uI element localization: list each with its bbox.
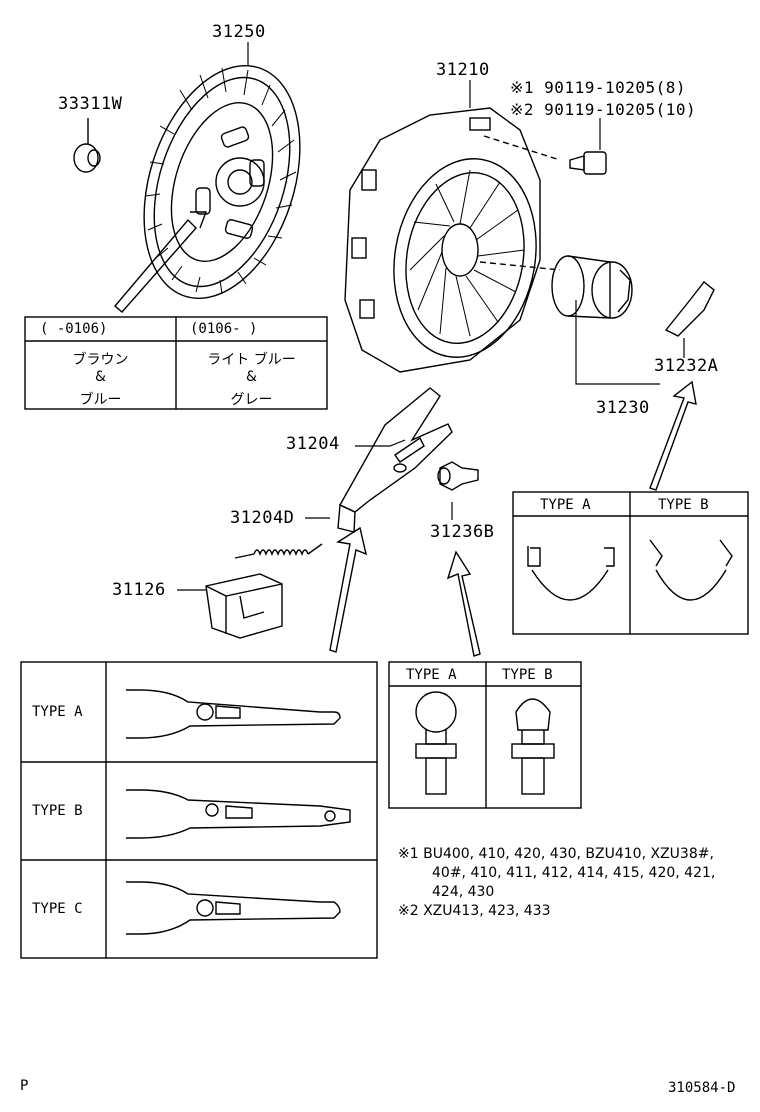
color-table-col1-line1: ブラウン [72,352,129,368]
applicability-note-2: ※2 XZU413, 423, 433 [398,903,551,919]
bolt-note-1: ※1 90119-10205(8) [510,78,687,97]
bolt-drawing [569,151,607,175]
clutch-cover-drawing [344,107,561,373]
fork-type-c-label: TYPE C [32,901,83,917]
clip-type-a-header: TYPE A [540,497,591,513]
fork-type-a-label: TYPE A [32,704,83,720]
bushing-drawing [73,118,101,173]
pivot-table-frame [388,661,582,809]
color-table-col1-line3: ブルー [79,392,122,408]
color-table-frame [24,316,328,410]
release-bearing-drawing [551,255,633,319]
part-31210-label: 31210 [436,60,490,80]
color-table-col1-line2: & [95,369,106,385]
fork-table-frame [20,661,378,959]
clip-type-b-header: TYPE B [658,497,709,513]
pivot-stud-drawing [437,461,479,491]
pivot-type-b-header: TYPE B [502,667,553,683]
clip-drawing [664,281,715,337]
clip-table-frame [512,491,749,635]
color-table-col2-line1: ライト ブルー [207,352,296,368]
applicability-note-1-line2: 40#, 410, 411, 412, 414, 415, 420, 421, [432,865,716,881]
arrows [329,380,697,657]
fork-type-b-label: TYPE B [32,803,83,819]
applicability-note-1-line1: ※1 BU400, 410, 420, 430, BZU410, XZU38#, [398,846,714,862]
part-31236b-label: 31236B [430,522,495,542]
part-31126-label: 31126 [112,580,166,600]
release-fork-drawing [337,387,453,533]
part-31204-label: 31204 [286,434,340,454]
part-33311w-label: 33311W [58,94,123,114]
leader-lines [177,42,685,591]
part-31204d-label: 31204D [230,508,295,528]
part-31250-label: 31250 [212,22,266,42]
color-table-col1-header: ( -0106) [40,321,108,337]
part-31232a-label: 31232A [654,356,719,376]
footer-page-marker: P [20,1078,29,1094]
footer-figure-code: 310584-D [668,1080,736,1096]
color-table-col2-line3: グレー [230,392,273,408]
return-spring-drawing [234,543,323,559]
color-table-col2-line2: & [246,369,257,385]
part-31230-label: 31230 [596,398,650,418]
pivot-type-a-header: TYPE A [406,667,457,683]
bolt-note-2: ※2 90119-10205(10) [510,100,697,119]
applicability-note-1-line3: 424, 430 [432,884,495,900]
color-table-col2-header: (0106- ) [190,321,258,337]
boot-drawing [205,573,283,639]
clutch-disc-drawing [114,65,301,313]
